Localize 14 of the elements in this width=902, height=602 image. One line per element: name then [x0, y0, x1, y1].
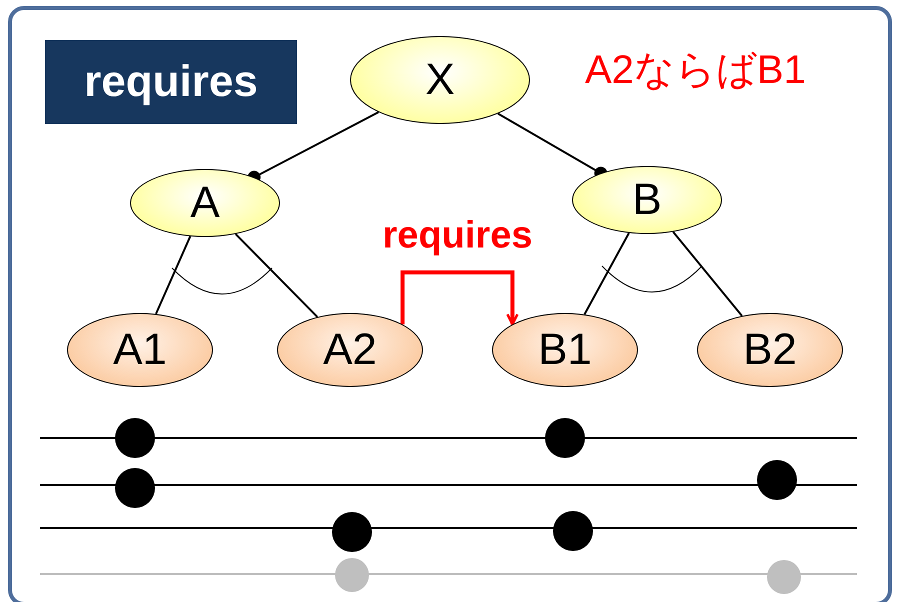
feature-name: A1: [113, 328, 167, 372]
connector-line: [584, 232, 630, 315]
connector-line: [234, 233, 318, 318]
feature-name: B: [632, 178, 662, 222]
feature-name: B2: [743, 328, 797, 372]
arrow: [400, 270, 519, 326]
feature-name: A: [190, 181, 220, 225]
title-banner: requires: [45, 40, 297, 124]
feature-name: X: [425, 58, 455, 102]
note-text: A2ならばB1: [585, 47, 806, 94]
feature-name: B1: [538, 328, 592, 372]
connector-line: [672, 231, 743, 316]
feature-name: A2: [323, 328, 377, 372]
connector-line: [155, 236, 192, 314]
